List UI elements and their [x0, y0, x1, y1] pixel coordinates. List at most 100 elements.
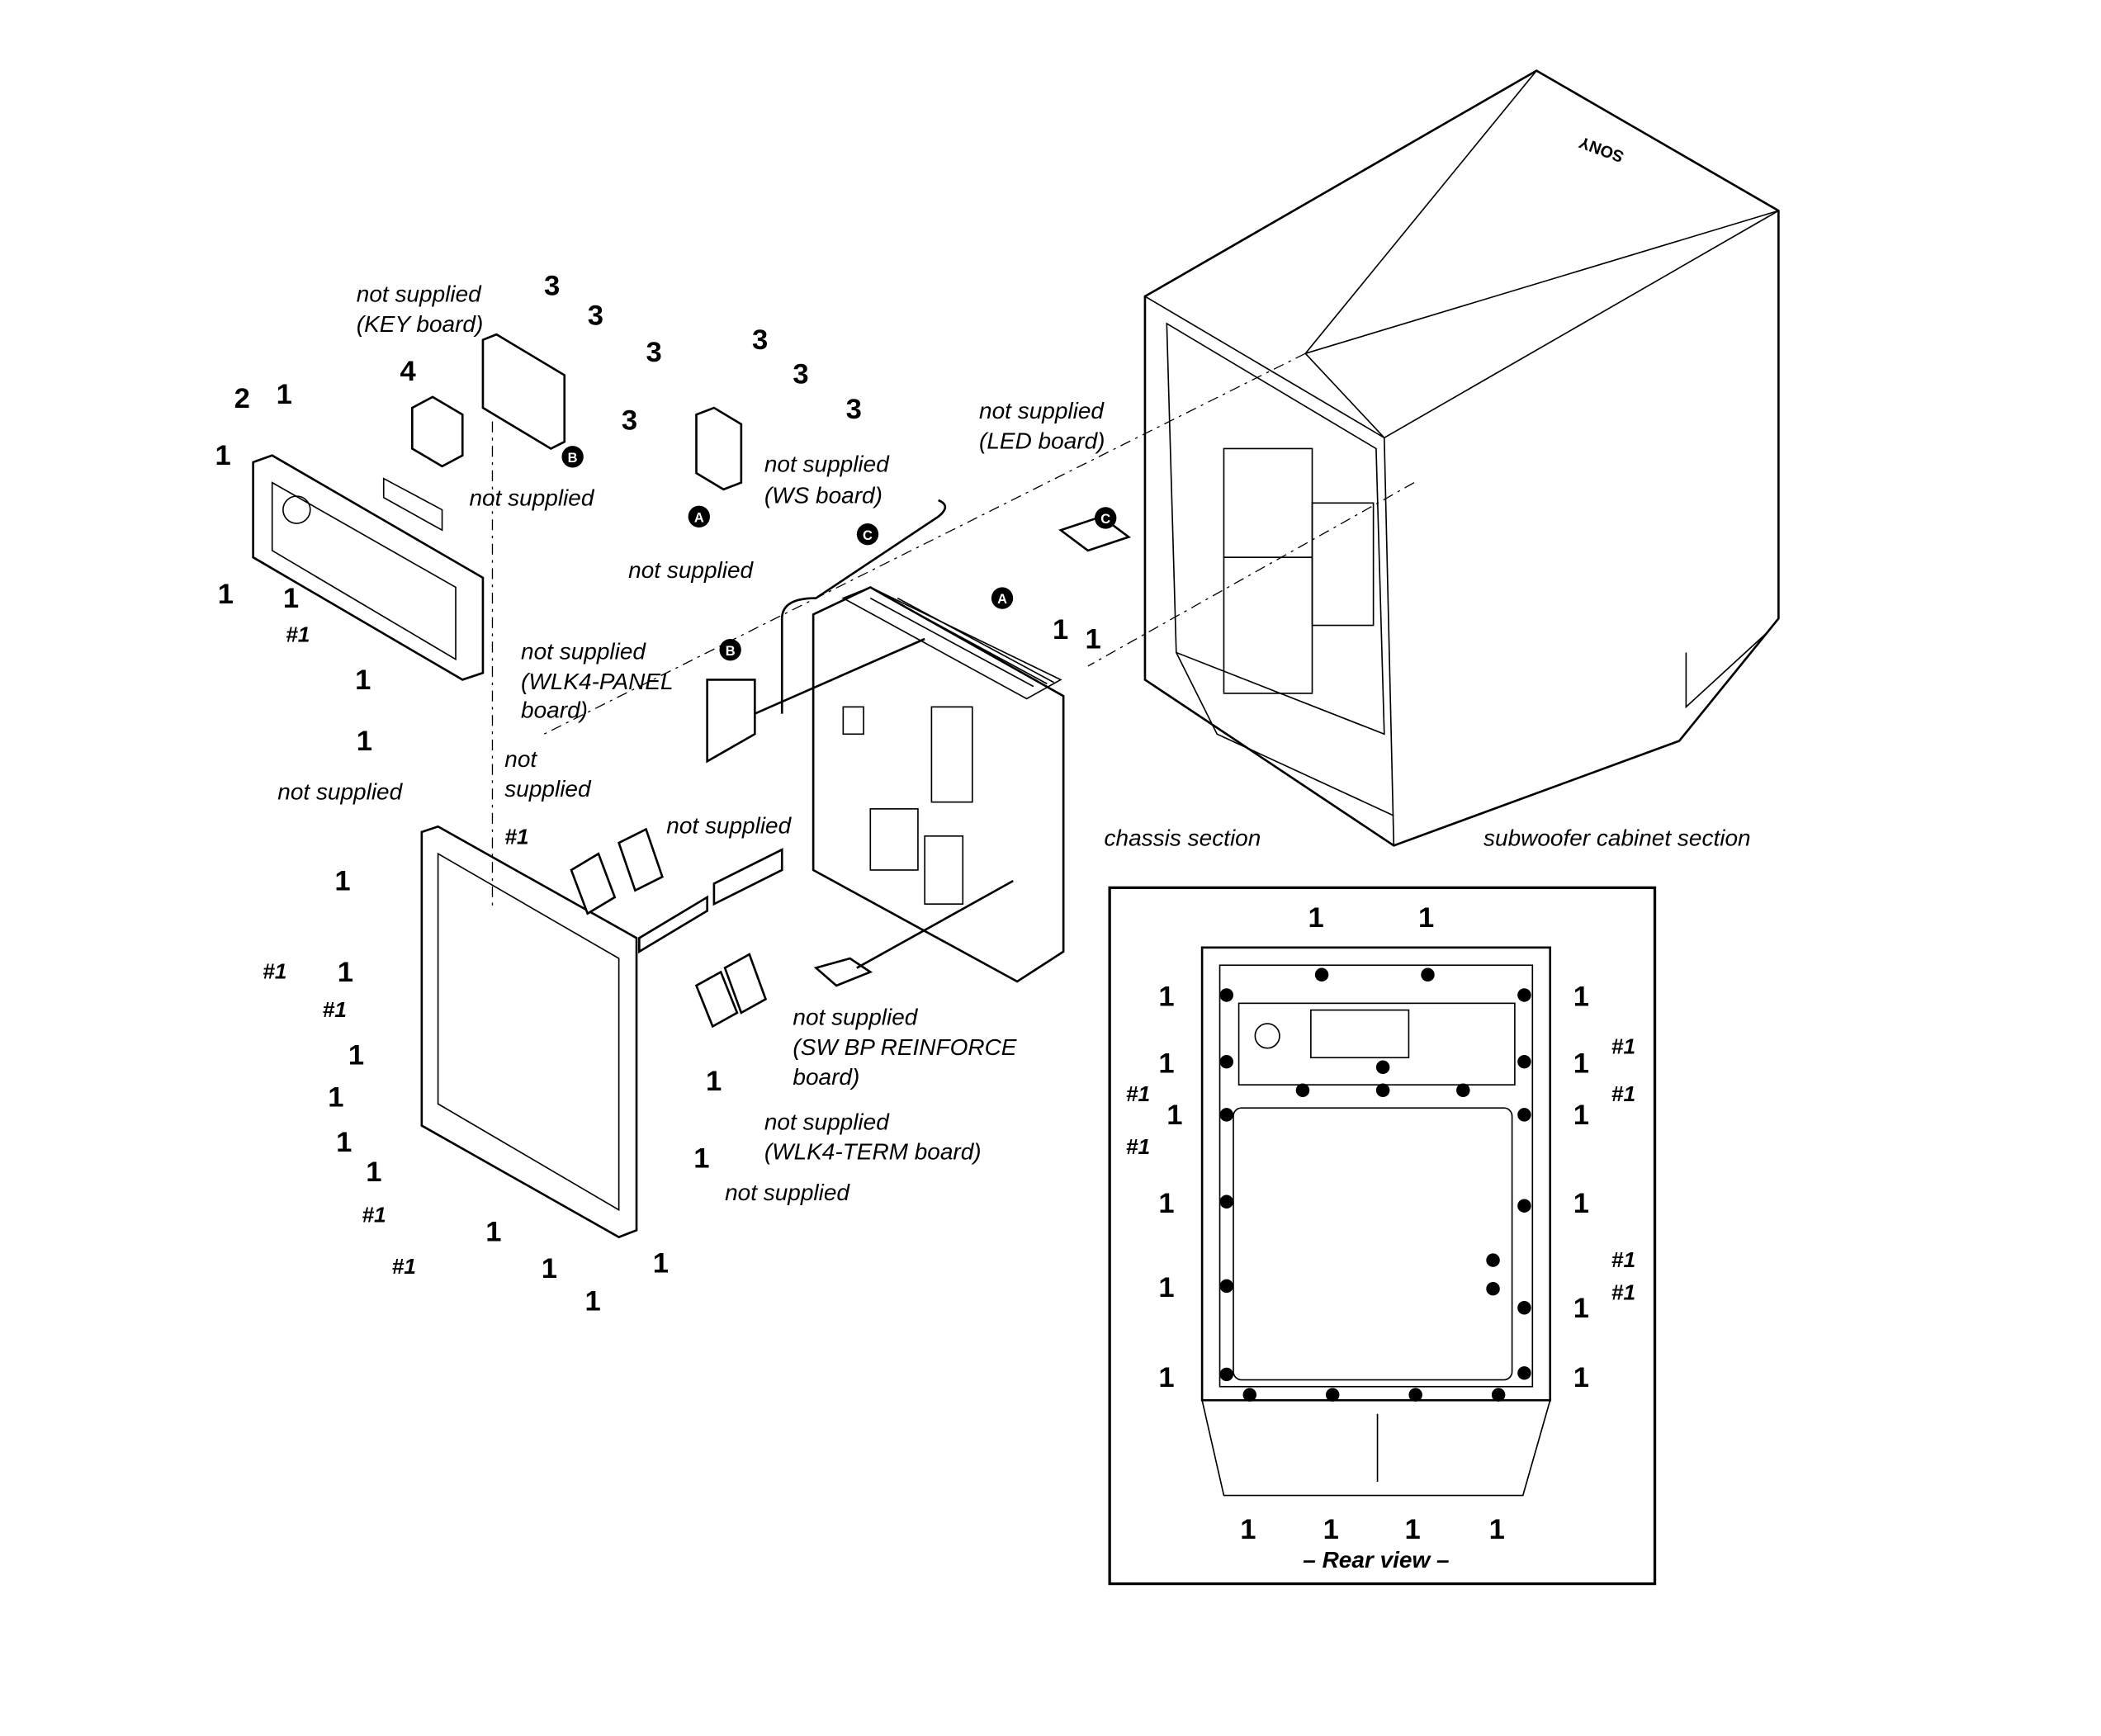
callout-screw-1: 1 — [542, 1253, 557, 1284]
callout-screw-3: 3 — [846, 394, 862, 425]
connector-ref-marker: A — [688, 505, 710, 527]
connector-ref-letter: A — [694, 510, 704, 525]
label-chassis-section: chassis section — [1105, 825, 1261, 850]
callout-screw-1: 1 — [336, 1127, 352, 1158]
chassis-drawing — [706, 499, 1065, 987]
callout-screw-3: 3 — [752, 324, 768, 356]
connector-ref-letter: C — [1100, 512, 1110, 527]
callout-screw-1: 1 — [693, 1143, 709, 1175]
callout-screw-hash1: #1 — [362, 1202, 386, 1227]
front-panel-drawing — [252, 333, 1131, 681]
callout-screw-3: 3 — [544, 270, 560, 301]
label-wlk4-panel: (WLK4-PANEL — [521, 669, 674, 694]
callout-screw-1: 1 — [348, 1039, 364, 1071]
callout-screw-1: 1 — [1158, 1272, 1174, 1303]
label-key-board-not-supplied: not supplied — [357, 281, 482, 307]
callout-screw-1: 1 — [1158, 1362, 1174, 1393]
rear-panel-drawing — [420, 421, 783, 1239]
callout-screw-1: 1 — [277, 379, 292, 410]
callout-screw-1: 1 — [1166, 1100, 1182, 1131]
connector-ref-letter: A — [997, 592, 1007, 607]
label-bracket-not-supplied: not supplied — [666, 813, 792, 839]
callout-screw-hash1: #1 — [1611, 1081, 1635, 1106]
label-sw-bp-board: board) — [793, 1064, 859, 1090]
callout-screw-1: 1 — [1308, 902, 1324, 934]
callout-screw-3: 3 — [793, 358, 808, 390]
callout-screw-1: 1 — [1158, 982, 1174, 1013]
label-sw-bp-not-supplied: not supplied — [793, 1005, 918, 1030]
callout-screw-1: 1 — [485, 1217, 501, 1248]
label-ws-board-not-supplied: not supplied — [764, 451, 890, 476]
connector-ref-marker: A — [991, 587, 1014, 609]
callout-screw-hash1: #1 — [504, 825, 528, 849]
connector-ref-letter: B — [726, 644, 736, 659]
callout-screw-1: 1 — [1158, 1048, 1174, 1079]
callout-screw-hash1: #1 — [1126, 1134, 1150, 1159]
label-ws-board: (WS board) — [764, 482, 883, 508]
callout-screw-hash1: #1 — [1611, 1247, 1635, 1272]
callout-screw-hash1: #1 — [263, 959, 286, 984]
callout-screw-3: 3 — [646, 337, 662, 368]
connector-ref-marker: B — [561, 446, 584, 468]
callout-screw-3: 3 — [622, 404, 637, 436]
callout-screw-1: 1 — [357, 726, 372, 757]
connector-ref-letter: B — [568, 451, 578, 466]
callout-part-2: 2 — [234, 383, 250, 414]
connector-ref-letter: C — [863, 528, 873, 543]
callout-screw-hash1: #1 — [286, 622, 310, 646]
callout-screw-1: 1 — [1085, 624, 1100, 655]
label-led-board-not-supplied: not supplied — [979, 398, 1105, 423]
connector-ref-marker: C — [1095, 507, 1117, 529]
callout-screw-1: 1 — [1489, 1514, 1505, 1545]
label-not: not — [504, 746, 537, 772]
callout-screw-1: 1 — [653, 1247, 669, 1279]
label-sw-bp-reinforce: (SW BP REINFORCE — [793, 1034, 1016, 1060]
callout-screw-1: 1 — [283, 583, 299, 614]
callout-screw-1: 1 — [1404, 1514, 1420, 1545]
label-rear-panel-not-supplied: not supplied — [277, 778, 403, 804]
callout-screw-1: 1 — [1323, 1514, 1339, 1545]
subwoofer-cabinet-drawing: SONY — [543, 69, 1780, 847]
callout-screw-1: 1 — [1573, 1188, 1589, 1219]
callout-screw-1: 1 — [355, 665, 371, 696]
callout-screw-hash1: #1 — [1611, 1034, 1635, 1058]
connector-ref-marker: C — [856, 523, 879, 546]
rear-view-caption: – Rear view – — [1303, 1547, 1449, 1573]
callout-screw-hash1: #1 — [392, 1254, 416, 1279]
label-subwoofer-cabinet-section: subwoofer cabinet section — [1483, 825, 1751, 850]
label-wlk4-panel-board: board) — [521, 698, 588, 723]
callout-screw-1: 1 — [1053, 614, 1068, 646]
label-not-supplied: not supplied — [469, 485, 594, 511]
label-lower-not-supplied: not supplied — [725, 1180, 850, 1205]
callout-screw-1: 1 — [584, 1286, 600, 1317]
callout-screw-1: 1 — [218, 579, 234, 610]
callout-screw-3: 3 — [588, 300, 603, 332]
callout-screw-1: 1 — [1573, 1293, 1589, 1324]
label-supplied: supplied — [504, 776, 592, 802]
callout-screw-1: 1 — [1573, 982, 1589, 1013]
callout-screw-hash1: #1 — [1126, 1081, 1150, 1106]
callout-screw-hash1: #1 — [323, 997, 347, 1022]
callout-screw-1: 1 — [1158, 1188, 1174, 1219]
callout-screw-1: 1 — [1573, 1048, 1589, 1079]
callout-part-4: 4 — [400, 356, 416, 387]
label-cable-not-supplied: not supplied — [628, 557, 754, 583]
label-key-board: (KEY board) — [357, 311, 483, 337]
callout-screw-hash1: #1 — [1611, 1280, 1635, 1304]
callout-screw-1: 1 — [1418, 902, 1434, 934]
rear-view-inset — [1108, 886, 1657, 1586]
callout-screw-1: 1 — [1573, 1100, 1589, 1131]
callout-screw-1: 1 — [1573, 1362, 1589, 1393]
callout-screw-1: 1 — [215, 440, 231, 471]
label-wlk4-panel-not-supplied: not supplied — [521, 639, 646, 665]
label-led-board: (LED board) — [979, 428, 1105, 453]
callout-screw-1: 1 — [328, 1082, 343, 1114]
callout-screw-1: 1 — [706, 1066, 722, 1097]
callout-screw-1: 1 — [338, 957, 353, 988]
callout-screw-1: 1 — [366, 1157, 381, 1188]
connector-ref-marker: B — [719, 639, 741, 661]
label-wlk4-term-board: (WLK4-TERM board) — [764, 1139, 982, 1165]
callout-screw-1: 1 — [1240, 1514, 1256, 1545]
label-wlk4-term-not-supplied: not supplied — [764, 1109, 890, 1135]
